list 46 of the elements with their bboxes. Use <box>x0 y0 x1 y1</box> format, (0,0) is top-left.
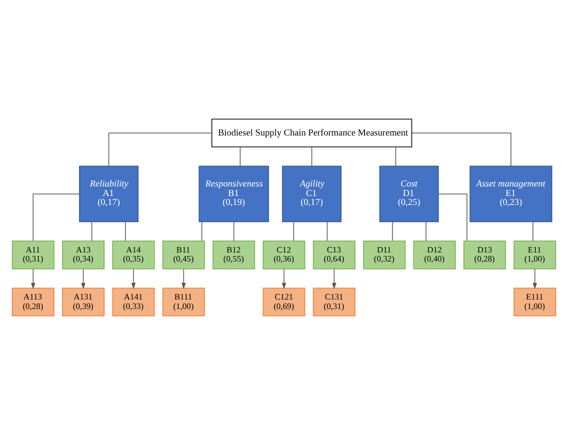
node-box: B11 (0,45) <box>162 240 205 269</box>
node-box: Biodiesel Supply Chain Performance Measurement <box>211 118 412 147</box>
connector <box>233 221 234 241</box>
connector <box>125 221 126 241</box>
connector <box>311 146 312 166</box>
connector <box>326 221 328 241</box>
connector <box>395 146 396 166</box>
node-box: A113 (0,28) <box>12 287 54 316</box>
arrow <box>282 268 286 289</box>
node-box: D11 (0,32) <box>363 240 406 269</box>
node-box: D12 (0,40) <box>413 240 456 269</box>
connector <box>293 221 294 241</box>
connector <box>532 221 534 241</box>
arrow <box>81 268 86 289</box>
node-box: Cost D1 (0,25) <box>379 165 439 222</box>
node-box: A131 (0,39) <box>62 287 105 316</box>
arrow <box>182 268 186 289</box>
node-box: A11 (0,31) <box>12 240 54 269</box>
connector <box>392 221 393 241</box>
node-box: Reliability A1 (0,17) <box>79 165 138 222</box>
node-box: C13 (0,64) <box>312 240 356 269</box>
node-box: C121 (0,69) <box>262 287 306 316</box>
arrow <box>131 268 136 289</box>
node-box: E111 (1,00) <box>514 287 556 316</box>
arrow <box>532 268 538 289</box>
connector <box>240 146 241 166</box>
node-box: B12 (0,55) <box>212 240 256 269</box>
node-box: A13 (0,34) <box>62 240 105 269</box>
connector <box>201 221 202 241</box>
node-box: C12 (0,36) <box>262 240 306 269</box>
node-box: D13 (0,28) <box>463 240 506 269</box>
connector <box>108 132 212 166</box>
connector <box>32 193 80 241</box>
arrow <box>30 268 36 289</box>
node-box: B111 (1,00) <box>162 287 205 316</box>
connector <box>438 193 468 241</box>
node-box: Responsiveness B1 (0,19) <box>198 165 269 222</box>
node-box: A14 (0,35) <box>112 240 155 269</box>
connector <box>412 132 512 166</box>
arrow <box>332 268 336 289</box>
node-box: Asset management E1 (0,23) <box>470 165 552 222</box>
node-box: Agility C1 (0,17) <box>282 165 342 222</box>
node-box: E11 (1,00) <box>514 240 556 269</box>
node-box: C131 (0,31) <box>312 287 356 316</box>
connector <box>91 221 92 241</box>
node-box: A141 (0,33) <box>112 287 155 316</box>
